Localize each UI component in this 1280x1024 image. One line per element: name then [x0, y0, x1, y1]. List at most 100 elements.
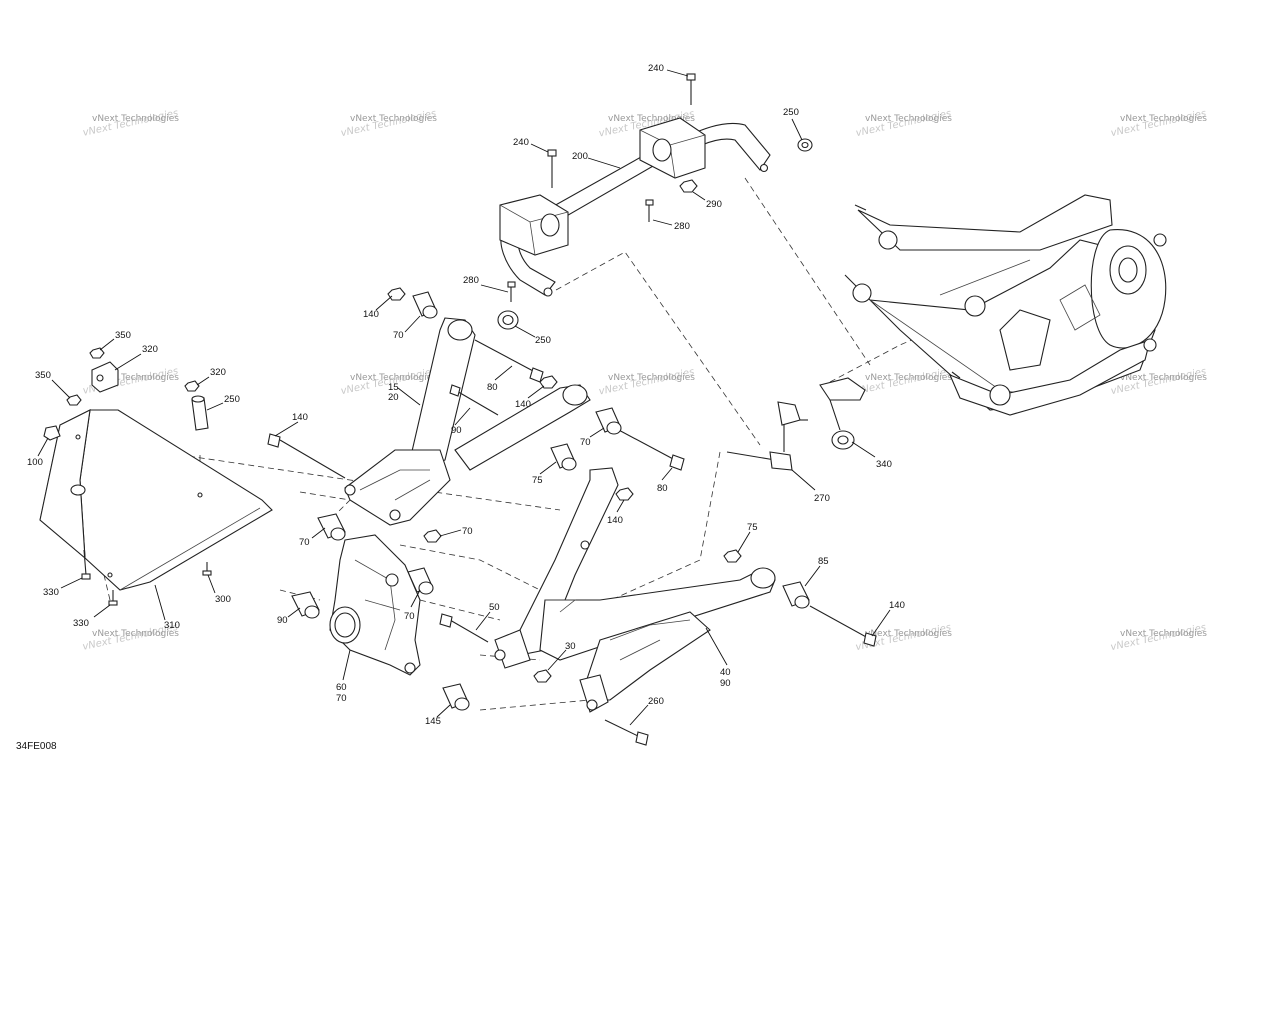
assembled-rear-suspension	[844, 194, 1167, 416]
upper-control-arm	[344, 317, 591, 526]
guide-line	[299, 491, 351, 521]
guide-line	[555, 251, 761, 446]
bolt-90-lower	[604, 719, 649, 746]
bolt-90-mid	[439, 613, 489, 643]
watermark-text: vNext Technologies	[608, 114, 695, 124]
callout-40: 90	[720, 678, 731, 689]
bolt-340	[81, 549, 91, 580]
callout-250: 250	[783, 107, 799, 118]
watermark-text: vNext Technologies	[1120, 373, 1207, 383]
callout-80: 80	[487, 382, 498, 393]
callout-280: 280	[463, 275, 479, 286]
nut-145	[723, 549, 742, 563]
callout-90: 50	[489, 602, 500, 613]
bushing-70-upper	[412, 291, 438, 319]
bolt-280-left	[507, 281, 516, 302]
bushing-70-knuckle	[317, 513, 346, 541]
callout-200: 200	[572, 151, 588, 162]
callout-60: 70	[336, 693, 347, 704]
drawing-code: 34FE008	[16, 741, 57, 752]
watermark-text: vNext Technologies	[865, 373, 952, 383]
guide-line	[399, 544, 561, 601]
callout-350: 320	[210, 367, 226, 378]
callout-320: 320	[142, 344, 158, 355]
bushing-70-lower	[442, 683, 470, 711]
bushing-75-mid	[550, 443, 577, 471]
callout-90: 260	[648, 696, 664, 707]
callout-330: 300	[215, 594, 231, 605]
bushing-70-right	[595, 407, 622, 435]
callout-280: 280	[674, 221, 690, 232]
watermark-4: vNext Technologies vNext Technologies	[855, 108, 952, 139]
bushing-75-right	[782, 581, 810, 609]
washer-250-left	[43, 425, 61, 441]
bushing-70-left	[291, 591, 320, 619]
watermark-text: vNext Technologies	[92, 373, 179, 383]
callout-70: 90	[277, 615, 288, 626]
watermark-5: vNext Technologies vNext Technologies	[1110, 108, 1207, 139]
bushing-250-mid	[497, 310, 519, 330]
watermark-text: vNext Technologies	[865, 629, 952, 639]
lower-control-arm	[494, 467, 776, 713]
stabilizer-link-260	[726, 401, 808, 471]
bolt-80-right	[614, 427, 685, 471]
nut-350-a	[89, 347, 105, 359]
nut-140-c	[615, 487, 634, 501]
callout-70: 145	[425, 716, 441, 727]
bolt-330-a	[108, 590, 118, 606]
bracket-320	[91, 361, 119, 393]
stabilizer-bushing-left	[499, 194, 569, 256]
callout-140: 30	[565, 641, 576, 652]
watermark-13: vNext Technologies vNext Technologies	[1110, 622, 1208, 653]
bolt-330-b	[202, 562, 212, 576]
watermark-9: vNext Technologies vNext Technologies	[855, 366, 952, 397]
callout-290: 290	[706, 199, 722, 210]
skid-plate	[39, 409, 273, 591]
watermark-text: vNext Technologies	[1120, 114, 1207, 124]
callout-100: 140	[292, 412, 308, 423]
callout-75: 85	[818, 556, 829, 567]
nut-350-b	[66, 394, 82, 406]
callout-70: 70	[299, 537, 310, 548]
nut-140-e	[533, 669, 552, 683]
callout-70: 70	[393, 330, 404, 341]
callout-240: 240	[513, 137, 529, 148]
watermark-text: vNext Technologies	[865, 114, 952, 124]
bushing-70-knuckle-right	[407, 567, 434, 595]
callout-330: 330	[73, 618, 89, 629]
callout-90: 90	[451, 425, 462, 436]
bolt-85	[809, 605, 877, 647]
guide-line	[744, 177, 871, 366]
callout-350: 350	[115, 330, 131, 341]
bolt-100	[267, 433, 346, 479]
bolt-280-mid	[645, 199, 654, 222]
bolt-80-upper	[474, 339, 544, 383]
nut-350-c	[184, 380, 200, 392]
watermark-text: vNext Technologies	[350, 114, 437, 124]
washer-250-top	[797, 138, 813, 152]
callout-85: 140	[889, 600, 905, 611]
watermark-8: vNext Technologies vNext Technologies	[598, 367, 695, 398]
watermark-text: vNext Technologies	[92, 114, 179, 124]
stabilizer-link-270	[819, 377, 866, 450]
callout-240: 240	[648, 63, 664, 74]
callout-320: 250	[224, 394, 240, 405]
callout-250: 250	[535, 335, 551, 346]
nut-140-d	[423, 529, 442, 543]
callout-350: 350	[35, 370, 51, 381]
nut-140-b	[539, 375, 558, 389]
callout-70: 70	[404, 611, 415, 622]
callout-140: 140	[515, 399, 531, 410]
callout-140: 140	[363, 309, 379, 320]
watermark-text: vNext Technologies	[350, 373, 437, 383]
watermark-text: vNext Technologies	[1120, 629, 1207, 639]
watermark-1: vNext Technologies vNext Technologies	[82, 108, 179, 139]
guide-line	[599, 451, 721, 606]
watermark-text: vNext Technologies	[608, 373, 695, 383]
callout-340: 330	[43, 587, 59, 598]
callout-30: 40	[720, 667, 731, 678]
callout-15: 15	[388, 382, 399, 393]
nut-140-a	[387, 287, 406, 301]
watermark-text: vNext Technologies	[92, 629, 179, 639]
